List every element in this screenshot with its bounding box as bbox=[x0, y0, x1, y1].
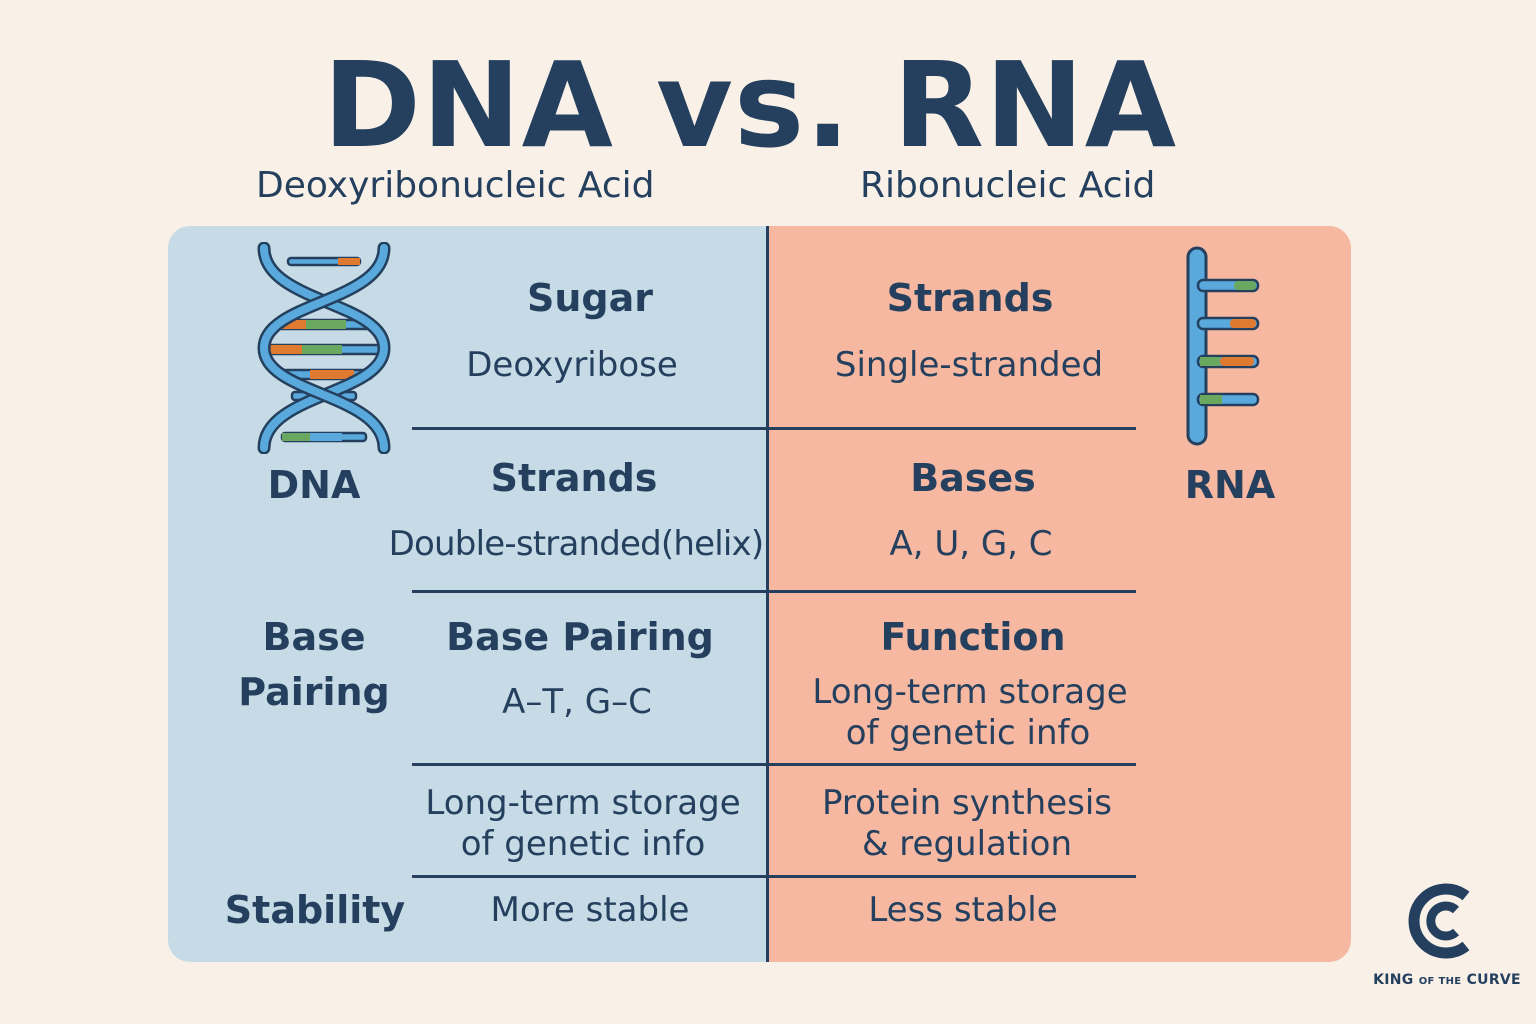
row-divider bbox=[412, 875, 1136, 878]
rna-role-value-line1: Protein synthesis bbox=[821, 783, 1113, 823]
dna-strands-value: Double-stranded(helix) bbox=[388, 524, 764, 564]
dna-strands-heading: Strands bbox=[490, 456, 658, 500]
stability-label: Stability bbox=[224, 888, 406, 932]
base-pairing-label-line1: Base bbox=[262, 615, 366, 659]
rna-bases-heading: Bases bbox=[910, 456, 1036, 500]
dna-double-helix-icon bbox=[257, 242, 391, 454]
king-of-the-curve-logo-icon bbox=[1408, 883, 1470, 959]
rna-role-value-line2: & regulation bbox=[861, 824, 1072, 864]
rna-stability-value: Less stable bbox=[868, 890, 1058, 930]
dna-function-value-line1: Long-term storage bbox=[425, 783, 741, 823]
rna-function-value-line1: Long-term storage bbox=[812, 672, 1128, 712]
column-divider bbox=[766, 226, 769, 962]
rna-strands-value: Single-stranded bbox=[834, 345, 1104, 385]
dna-sugar-heading: Sugar bbox=[526, 276, 653, 320]
row-divider bbox=[412, 427, 1136, 430]
dna-base-pairing-heading: Base Pairing bbox=[446, 615, 714, 659]
rna-subtitle: Ribonucleic Acid bbox=[860, 165, 1156, 206]
rna-bases-value: A, U, G, C bbox=[889, 524, 1053, 564]
rna-strands-heading: Strands bbox=[886, 276, 1054, 320]
rna-function-value-line2: of genetic info bbox=[845, 713, 1091, 753]
dna-label: DNA bbox=[267, 463, 361, 507]
row-divider bbox=[412, 590, 1136, 593]
base-pairing-label-line2: Pairing bbox=[238, 670, 390, 714]
dna-subtitle: Deoxyribonucleic Acid bbox=[256, 165, 655, 206]
dna-sugar-value: Deoxyribose bbox=[466, 345, 678, 385]
page-title: DNA vs. RNA bbox=[322, 36, 1178, 174]
row-divider bbox=[412, 763, 1136, 766]
rna-label: RNA bbox=[1184, 463, 1276, 507]
dna-stability-value: More stable bbox=[490, 890, 690, 930]
rna-single-strand-icon bbox=[1186, 246, 1260, 446]
dna-function-value-line2: of genetic info bbox=[460, 824, 706, 864]
dna-base-pairing-value: A–T, G–C bbox=[502, 682, 652, 722]
rna-function-heading: Function bbox=[880, 615, 1066, 659]
brand-name: KING OF THE CURVE bbox=[1373, 972, 1521, 988]
rna-panel bbox=[768, 226, 1351, 962]
